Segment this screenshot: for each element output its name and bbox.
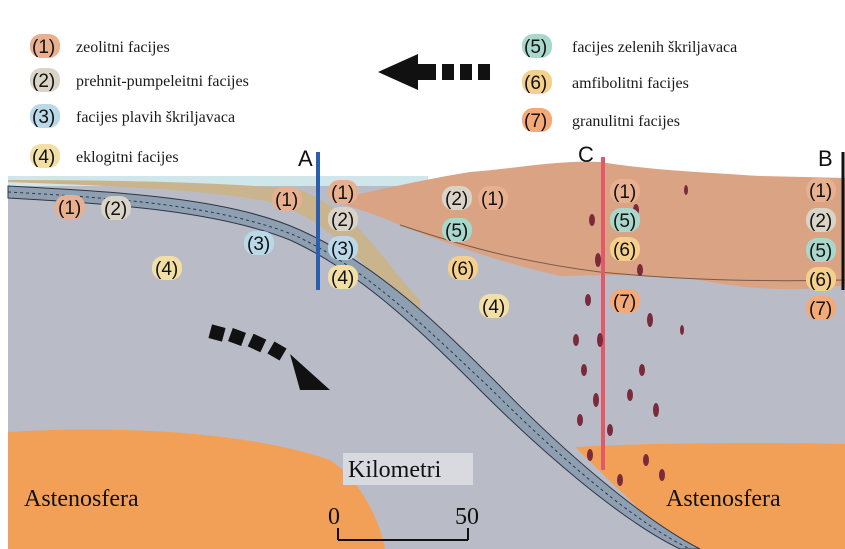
scale-max-label: 50 — [455, 504, 479, 530]
tag-1-wedge: (1) — [275, 190, 298, 211]
tag-4-a: (4) — [331, 268, 354, 289]
legend-5-label: facijes zelenih škriljavaca — [572, 39, 737, 56]
scale-min-label: 0 — [328, 504, 340, 530]
asthenosphere-left-label: Astenosfera — [24, 486, 139, 512]
profile-a-letter: A — [298, 146, 313, 171]
tag-3-a: (3) — [331, 239, 354, 260]
legend-left: (1) zeolitni facijes (2) prehnit-pumpele… — [30, 34, 249, 168]
tag-6-b: (6) — [809, 270, 832, 291]
legend-3-label: facijes plavih škriljavaca — [76, 109, 235, 126]
tag-2-a: (2) — [331, 210, 354, 231]
legend-4-num: (4) — [32, 147, 55, 168]
tag-1-left: (1) — [58, 198, 81, 219]
legend-6-label: amfibolitni facijes — [572, 75, 689, 92]
legend-6-num: (6) — [524, 73, 547, 94]
tag-5-c: (5) — [613, 211, 636, 232]
profile-c-letter: C — [578, 142, 594, 167]
tag-7-b: (7) — [809, 299, 832, 320]
tag-1-c: (1) — [613, 182, 636, 203]
tag-1-mid: (1) — [481, 189, 504, 210]
legend-2-label: prehnit-pumpeleitni facijes — [76, 73, 249, 90]
tag-1-b: (1) — [809, 181, 832, 202]
tag-4-left: (4) — [155, 259, 178, 280]
legend-1-num: (1) — [32, 37, 55, 58]
plate-motion-arrow-left — [378, 54, 490, 90]
legend-4-label: eklogitni facijes — [76, 149, 179, 166]
tag-2-b: (2) — [809, 211, 832, 232]
tag-1-a: (1) — [331, 183, 354, 204]
tag-5-b: (5) — [809, 241, 832, 262]
tag-3-left: (3) — [247, 234, 270, 255]
scale-title: Kilometri — [348, 457, 442, 483]
legend-7-label: granulitni facijes — [572, 113, 680, 130]
legend-1-label: zeolitni facijes — [76, 39, 170, 56]
tag-6-c: (6) — [613, 240, 636, 261]
legend-5-num: (5) — [524, 37, 547, 58]
tag-2-mid: (2) — [445, 189, 468, 210]
tag-6-mid: (6) — [451, 259, 474, 280]
tag-4-mid: (4) — [482, 297, 505, 318]
tag-7-c: (7) — [613, 292, 636, 313]
legend-2-num: (2) — [32, 71, 55, 92]
tag-2-left: (2) — [104, 199, 127, 220]
legend-right: (5) facijes zelenih škriljavaca (6) amfi… — [522, 34, 737, 132]
asthenosphere-right-label: Astenosfera — [666, 486, 781, 512]
profile-b-letter: B — [818, 146, 833, 171]
legend-7-num: (7) — [524, 111, 547, 132]
tag-5-mid: (5) — [445, 221, 468, 242]
legend-3-num: (3) — [32, 107, 55, 128]
